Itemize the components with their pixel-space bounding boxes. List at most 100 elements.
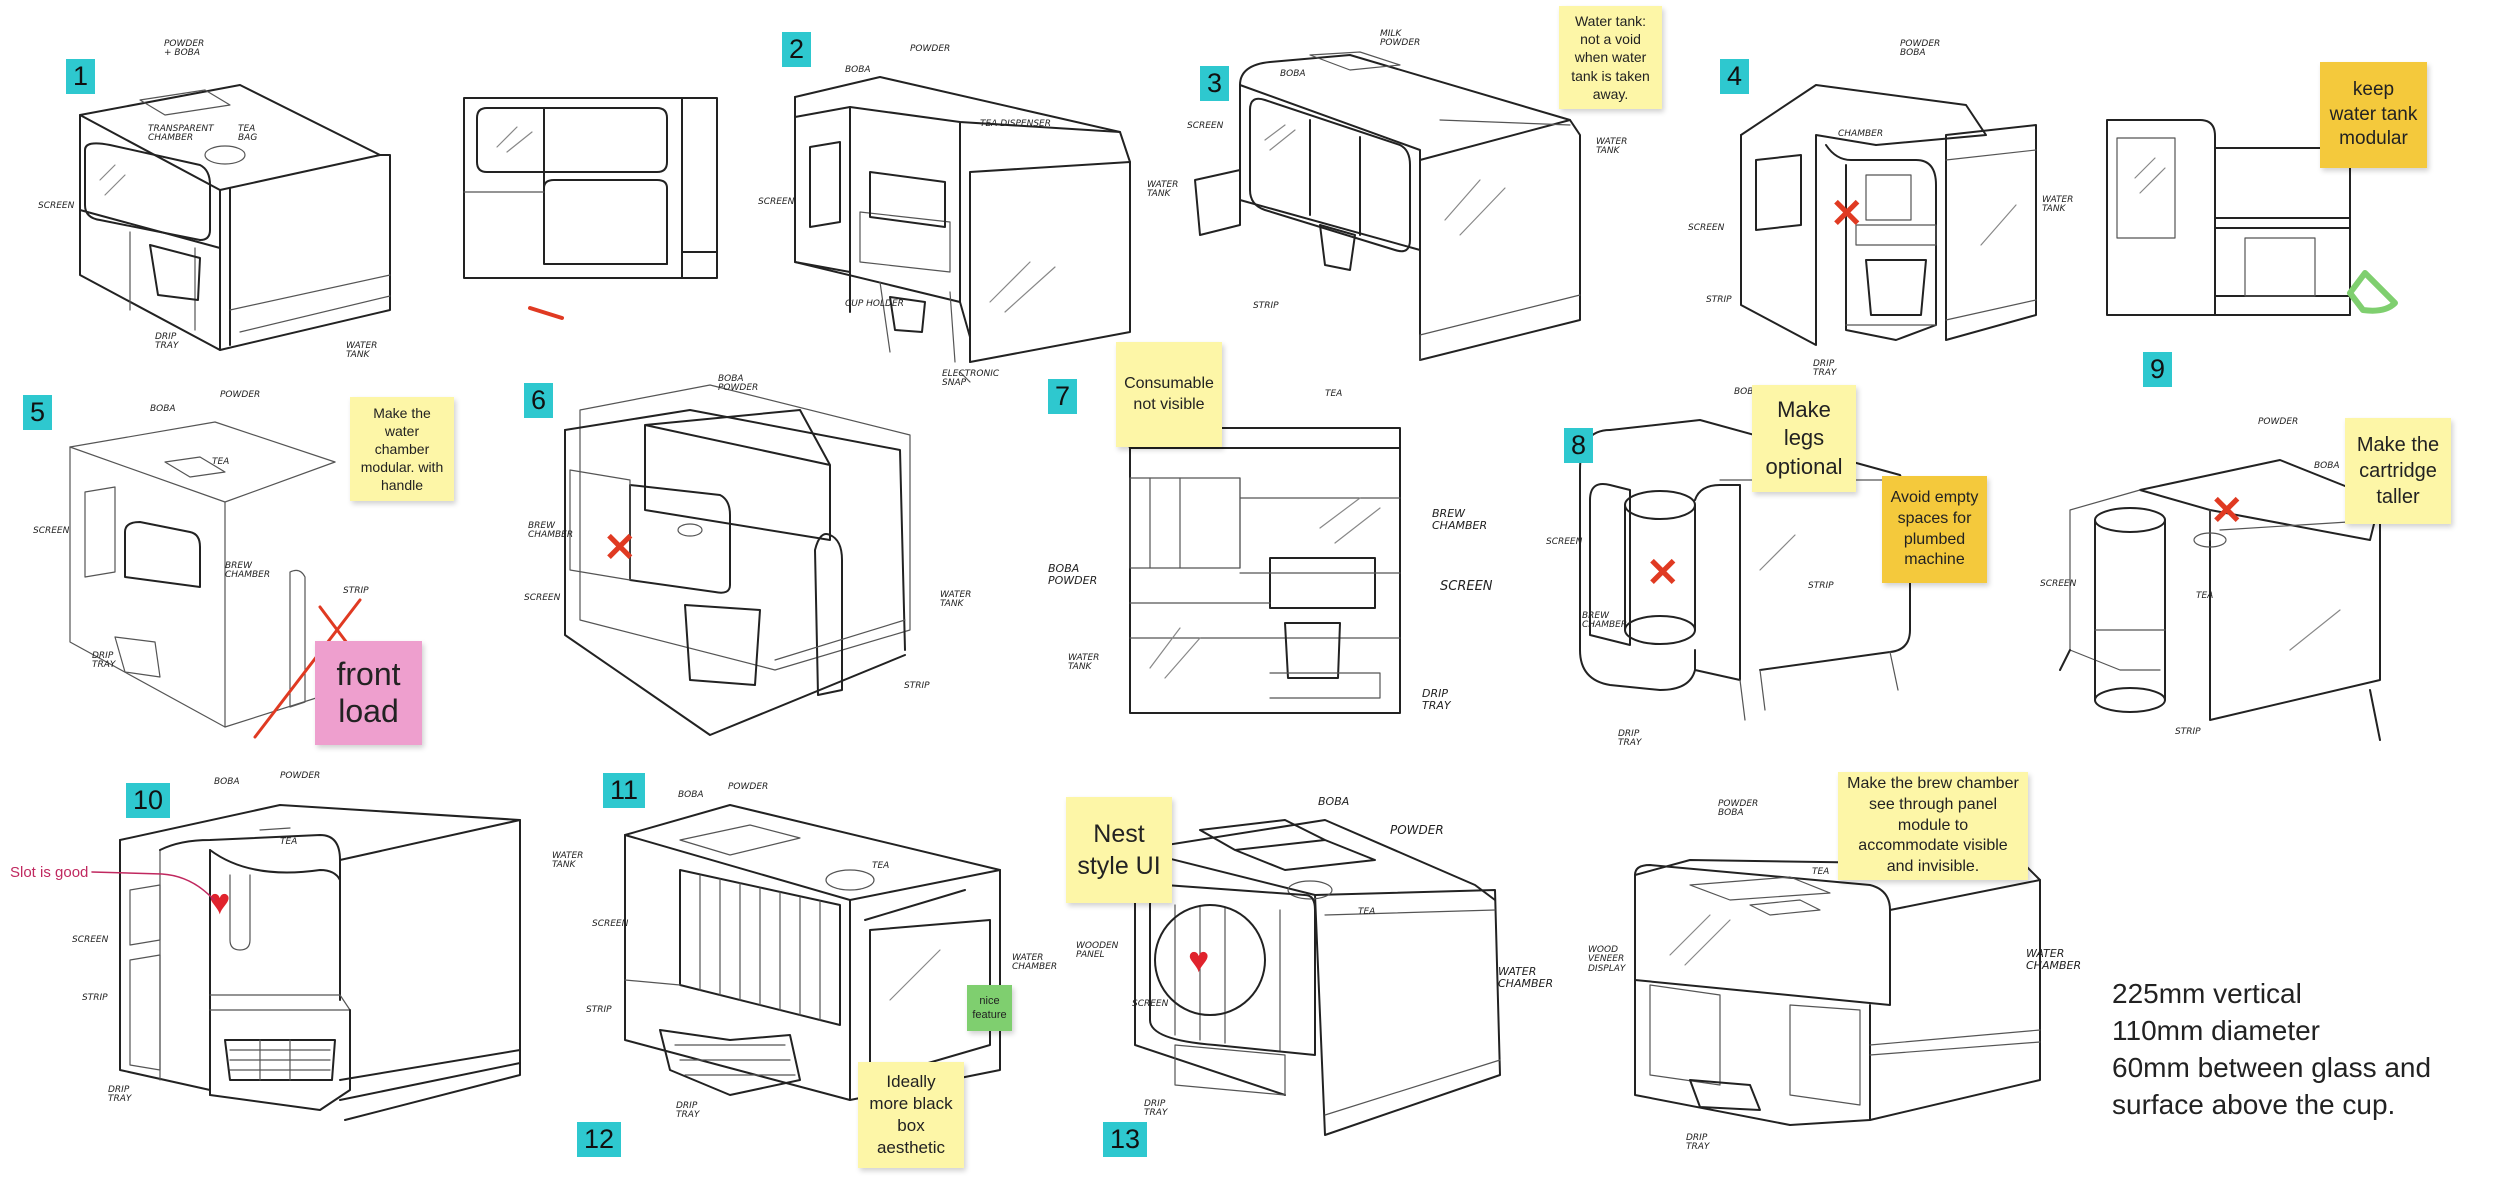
label: BOBA: [845, 65, 871, 75]
label: DRIP TRAY: [92, 651, 116, 671]
sketch-12: [1134, 819, 1501, 1136]
sticky-note: front load: [315, 641, 422, 745]
sticky-note: nice feature: [967, 985, 1012, 1031]
dimension-line: surface above the cup.: [2112, 1088, 2396, 1120]
sketch-number-12: 12: [577, 1122, 622, 1157]
dimension-notes: 225mm vertical 110mm diameter 60mm betwe…: [2112, 976, 2431, 1124]
label: SCREEN: [1546, 537, 1583, 547]
label: STRIP: [1253, 301, 1279, 311]
label: TEA BAG: [238, 124, 258, 144]
label: SCREEN: [592, 919, 629, 929]
label: SCREEN: [524, 593, 561, 603]
sketch-number-4: 4: [1720, 59, 1750, 94]
label: TEA: [212, 457, 230, 467]
label: WATER TANK: [552, 851, 584, 871]
label: SCREEN: [1187, 121, 1224, 131]
slot-annotation: Slot is good: [10, 864, 89, 881]
label: DRIP TRAY: [155, 332, 179, 352]
heart-icon: ♥: [209, 881, 231, 922]
label: WATER TANK: [346, 341, 378, 361]
label: SCREEN: [758, 197, 795, 207]
sticky-note: Make the cartridge taller: [2345, 418, 2451, 524]
sketch-3: [1194, 51, 1581, 361]
label: SCREEN: [2040, 579, 2077, 589]
label: WOOD VENEER DISPLAY: [1588, 945, 1626, 974]
label: POWDER + BOBA: [164, 39, 205, 59]
label: BOBA: [150, 404, 176, 414]
label: DRIP TRAY: [108, 1085, 132, 1105]
sticky-note: Make legs optional: [1752, 385, 1856, 492]
label: BOBA: [678, 790, 704, 800]
label: BOBA: [1734, 387, 1760, 397]
sketch-1: [79, 84, 391, 351]
red-x-icon: ✕: [1646, 551, 1680, 595]
sticky-note: keep water tank modular: [2320, 62, 2427, 168]
label: BREW CHAMBER: [528, 521, 574, 541]
label: TEA: [1325, 389, 1343, 399]
label: BOBA: [1318, 795, 1350, 808]
label: DRIP TRAY: [676, 1101, 700, 1121]
label: TEA: [1358, 907, 1376, 917]
sticky-note: Make the water chamber modular. with han…: [350, 397, 454, 501]
sketch-front-view-b: [2106, 119, 2398, 316]
sketch-6: [564, 384, 911, 736]
label: SCREEN: [38, 201, 75, 211]
label: BOBA: [2314, 461, 2340, 471]
sketch-13: [1634, 859, 2041, 1126]
sketch-number-9: 9: [2143, 352, 2173, 387]
label: BOBA POWDER: [1048, 562, 1098, 587]
label: POWDER: [1390, 823, 1444, 837]
sketch-7: [1121, 427, 1401, 714]
label: DRIP TRAY: [1686, 1133, 1710, 1153]
label: WATER CHAMBER: [2026, 947, 2082, 972]
label: POWDER: [280, 771, 321, 781]
sketch-number-7: 7: [1048, 379, 1078, 414]
label: WATER TANK: [1596, 137, 1628, 157]
label: BREW CHAMBER: [225, 561, 271, 581]
label: WATER TANK: [1147, 180, 1179, 200]
label: BREW CHAMBER: [1432, 507, 1488, 532]
sticky-note: Make the brew chamber see through panel …: [1838, 772, 2028, 880]
label: STRIP: [2175, 727, 2201, 737]
label: TEA DISPENSER: [980, 119, 1051, 129]
label: TEA: [872, 861, 890, 871]
label: STRIP: [82, 993, 108, 1003]
label: STRIP: [1808, 581, 1834, 591]
label: WOODEN PANEL: [1076, 941, 1119, 961]
label: CHAMBER: [1838, 129, 1884, 139]
sketch-number-8: 8: [1564, 428, 1594, 463]
label: ELECTRONIC SNAP: [942, 369, 1000, 389]
heart-icon: ♥: [1188, 939, 1210, 980]
label: CUP HOLDER: [845, 299, 904, 309]
red-x-icon: ✕: [1830, 192, 1864, 236]
sketch-number-13: 13: [1103, 1122, 1148, 1157]
sketch-number-6: 6: [524, 383, 554, 418]
label: STRIP: [1706, 295, 1732, 305]
sketch-number-11: 11: [603, 773, 646, 808]
label: POWDER BOBA: [1718, 799, 1759, 819]
label: SCREEN: [33, 526, 70, 536]
label: BREW CHAMBER: [1582, 611, 1628, 631]
label: POWDER BOBA: [1900, 39, 1941, 59]
label: WATER CHAMBER: [1012, 953, 1058, 973]
label: BOBA: [1280, 69, 1306, 79]
label: WATER TANK: [940, 590, 972, 610]
label: POWDER: [728, 782, 769, 792]
label: WATER CHAMBER: [1498, 965, 1554, 990]
label: WATER TANK: [2042, 195, 2074, 215]
label: TEA: [280, 837, 298, 847]
dimension-line: 110mm diameter: [2112, 1014, 2321, 1046]
label: SCREEN: [1132, 999, 1169, 1009]
label: POWDER: [2258, 417, 2299, 427]
dimension-line: 60mm between glass and: [2112, 1051, 2432, 1083]
sketch-number-3: 3: [1200, 66, 1230, 101]
label: TEA: [2196, 591, 2214, 601]
label: TRANSPARENT CHAMBER: [148, 124, 214, 144]
sticky-note: Ideally more black box aesthetic: [858, 1062, 964, 1168]
sketch-5: [69, 421, 367, 739]
label: DRIP TRAY: [1813, 359, 1837, 379]
sketch-11: [624, 804, 1001, 1101]
sketch-10: [119, 804, 521, 1121]
label: POWDER: [220, 390, 261, 400]
sketch-number-5: 5: [23, 395, 53, 430]
